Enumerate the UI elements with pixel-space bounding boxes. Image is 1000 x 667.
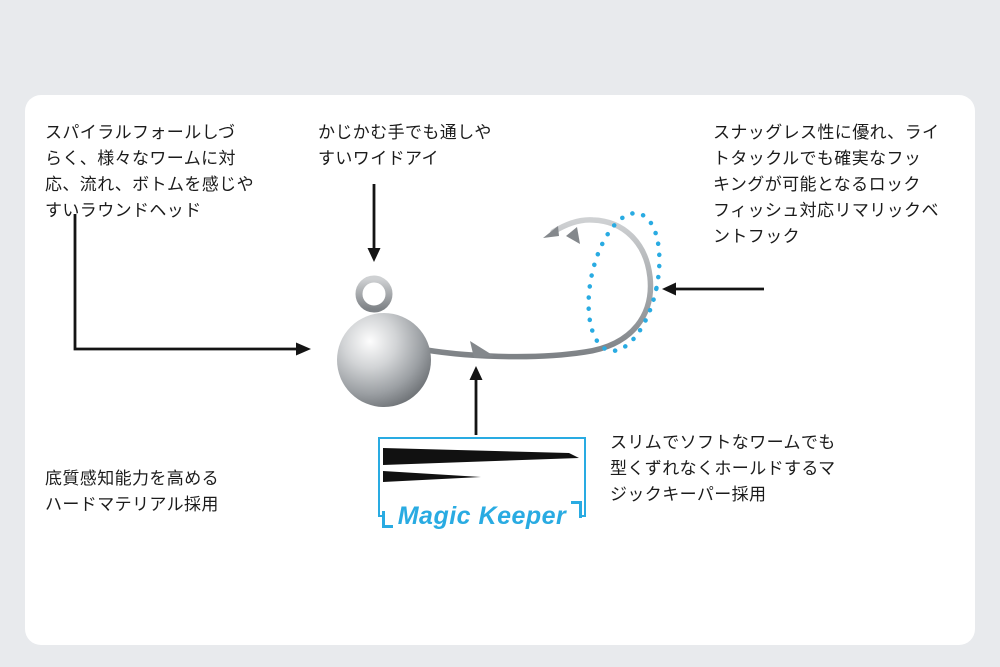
callout-line: ジックキーパー採用 [610, 485, 767, 504]
callout-line: スナッグレス性に優れ、ライ [713, 123, 940, 142]
keeper-blade-bottom [383, 471, 481, 482]
callout-round-head: スパイラルフォールしづ らく、様々なワームに対 応、流れ、ボトムを感じや すいラ… [45, 120, 290, 224]
callout-line: すいワイドアイ [318, 149, 439, 168]
magic-keeper-text: Magic Keeper [392, 504, 572, 529]
bracket-left-icon [381, 511, 393, 528]
callout-wide-eye: かじかむ手でも通しや すいワイドアイ [318, 120, 538, 172]
diagram-panel [25, 95, 975, 645]
callout-magic-keeper: スリムでソフトなワームでも 型くずれなくホールドするマ ジックキーパー採用 [610, 430, 910, 508]
keeper-blade-top [383, 448, 579, 465]
callout-line: 底質感知能力を高める [45, 469, 219, 488]
magic-keeper-label: Magic Keeper [380, 501, 584, 529]
callout-line: かじかむ手でも通しや [318, 123, 492, 142]
callout-line: スパイラルフォールしづ [45, 123, 236, 142]
callout-line: らく、様々なワームに対 [45, 149, 236, 168]
magic-keeper-box: Magic Keeper [378, 437, 586, 529]
callout-line: トタックルでも確実なフッ [713, 149, 922, 168]
magic-keeper-graphic-icon [383, 448, 579, 482]
callout-line: 型くずれなくホールドするマ [610, 459, 836, 478]
callout-line: フィッシュ対応リマリックベ [713, 201, 939, 220]
callout-line: ハードマテリアル採用 [45, 495, 219, 514]
callout-hard-material: 底質感知能力を高める ハードマテリアル採用 [45, 466, 290, 518]
callout-line: スリムでソフトなワームでも [610, 433, 836, 452]
bracket-right-icon [571, 501, 583, 518]
callout-line: すいラウンドヘッド [45, 201, 202, 220]
callout-line: ントフック [713, 227, 800, 246]
callout-line: 応、流れ、ボトムを感じや [45, 175, 254, 194]
callout-line: キングが可能となるロック [713, 175, 921, 194]
callout-bent-hook: スナッグレス性に優れ、ライ トタックルでも確実なフッ キングが可能となるロック … [713, 120, 963, 250]
